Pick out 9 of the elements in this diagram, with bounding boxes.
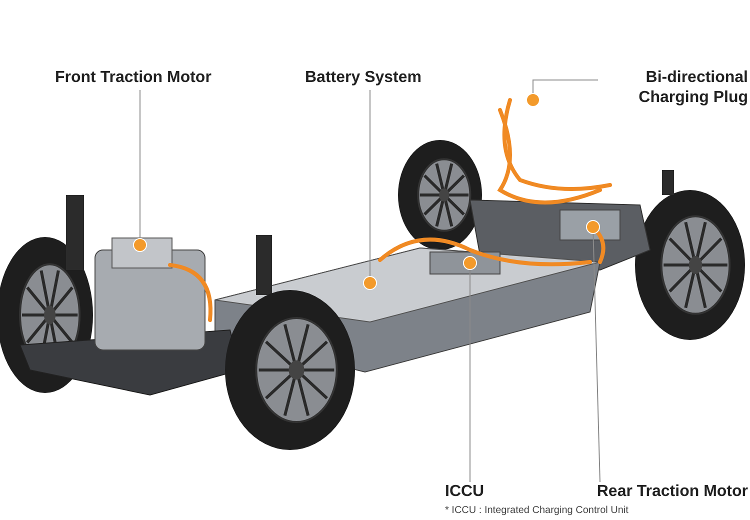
leader-line [532, 80, 598, 94]
leader-line [592, 234, 600, 482]
callout-label: Front Traction Motor [55, 68, 240, 88]
callout-label: Bi-directional Charging Plug [600, 68, 748, 108]
callout-label: ICCU [445, 482, 495, 502]
callout-dot [526, 93, 540, 107]
callout-label: Battery System [305, 68, 440, 88]
callout-label: Rear Traction Motor [568, 482, 748, 502]
footnote: * ICCU : Integrated Charging Control Unit [445, 505, 628, 516]
